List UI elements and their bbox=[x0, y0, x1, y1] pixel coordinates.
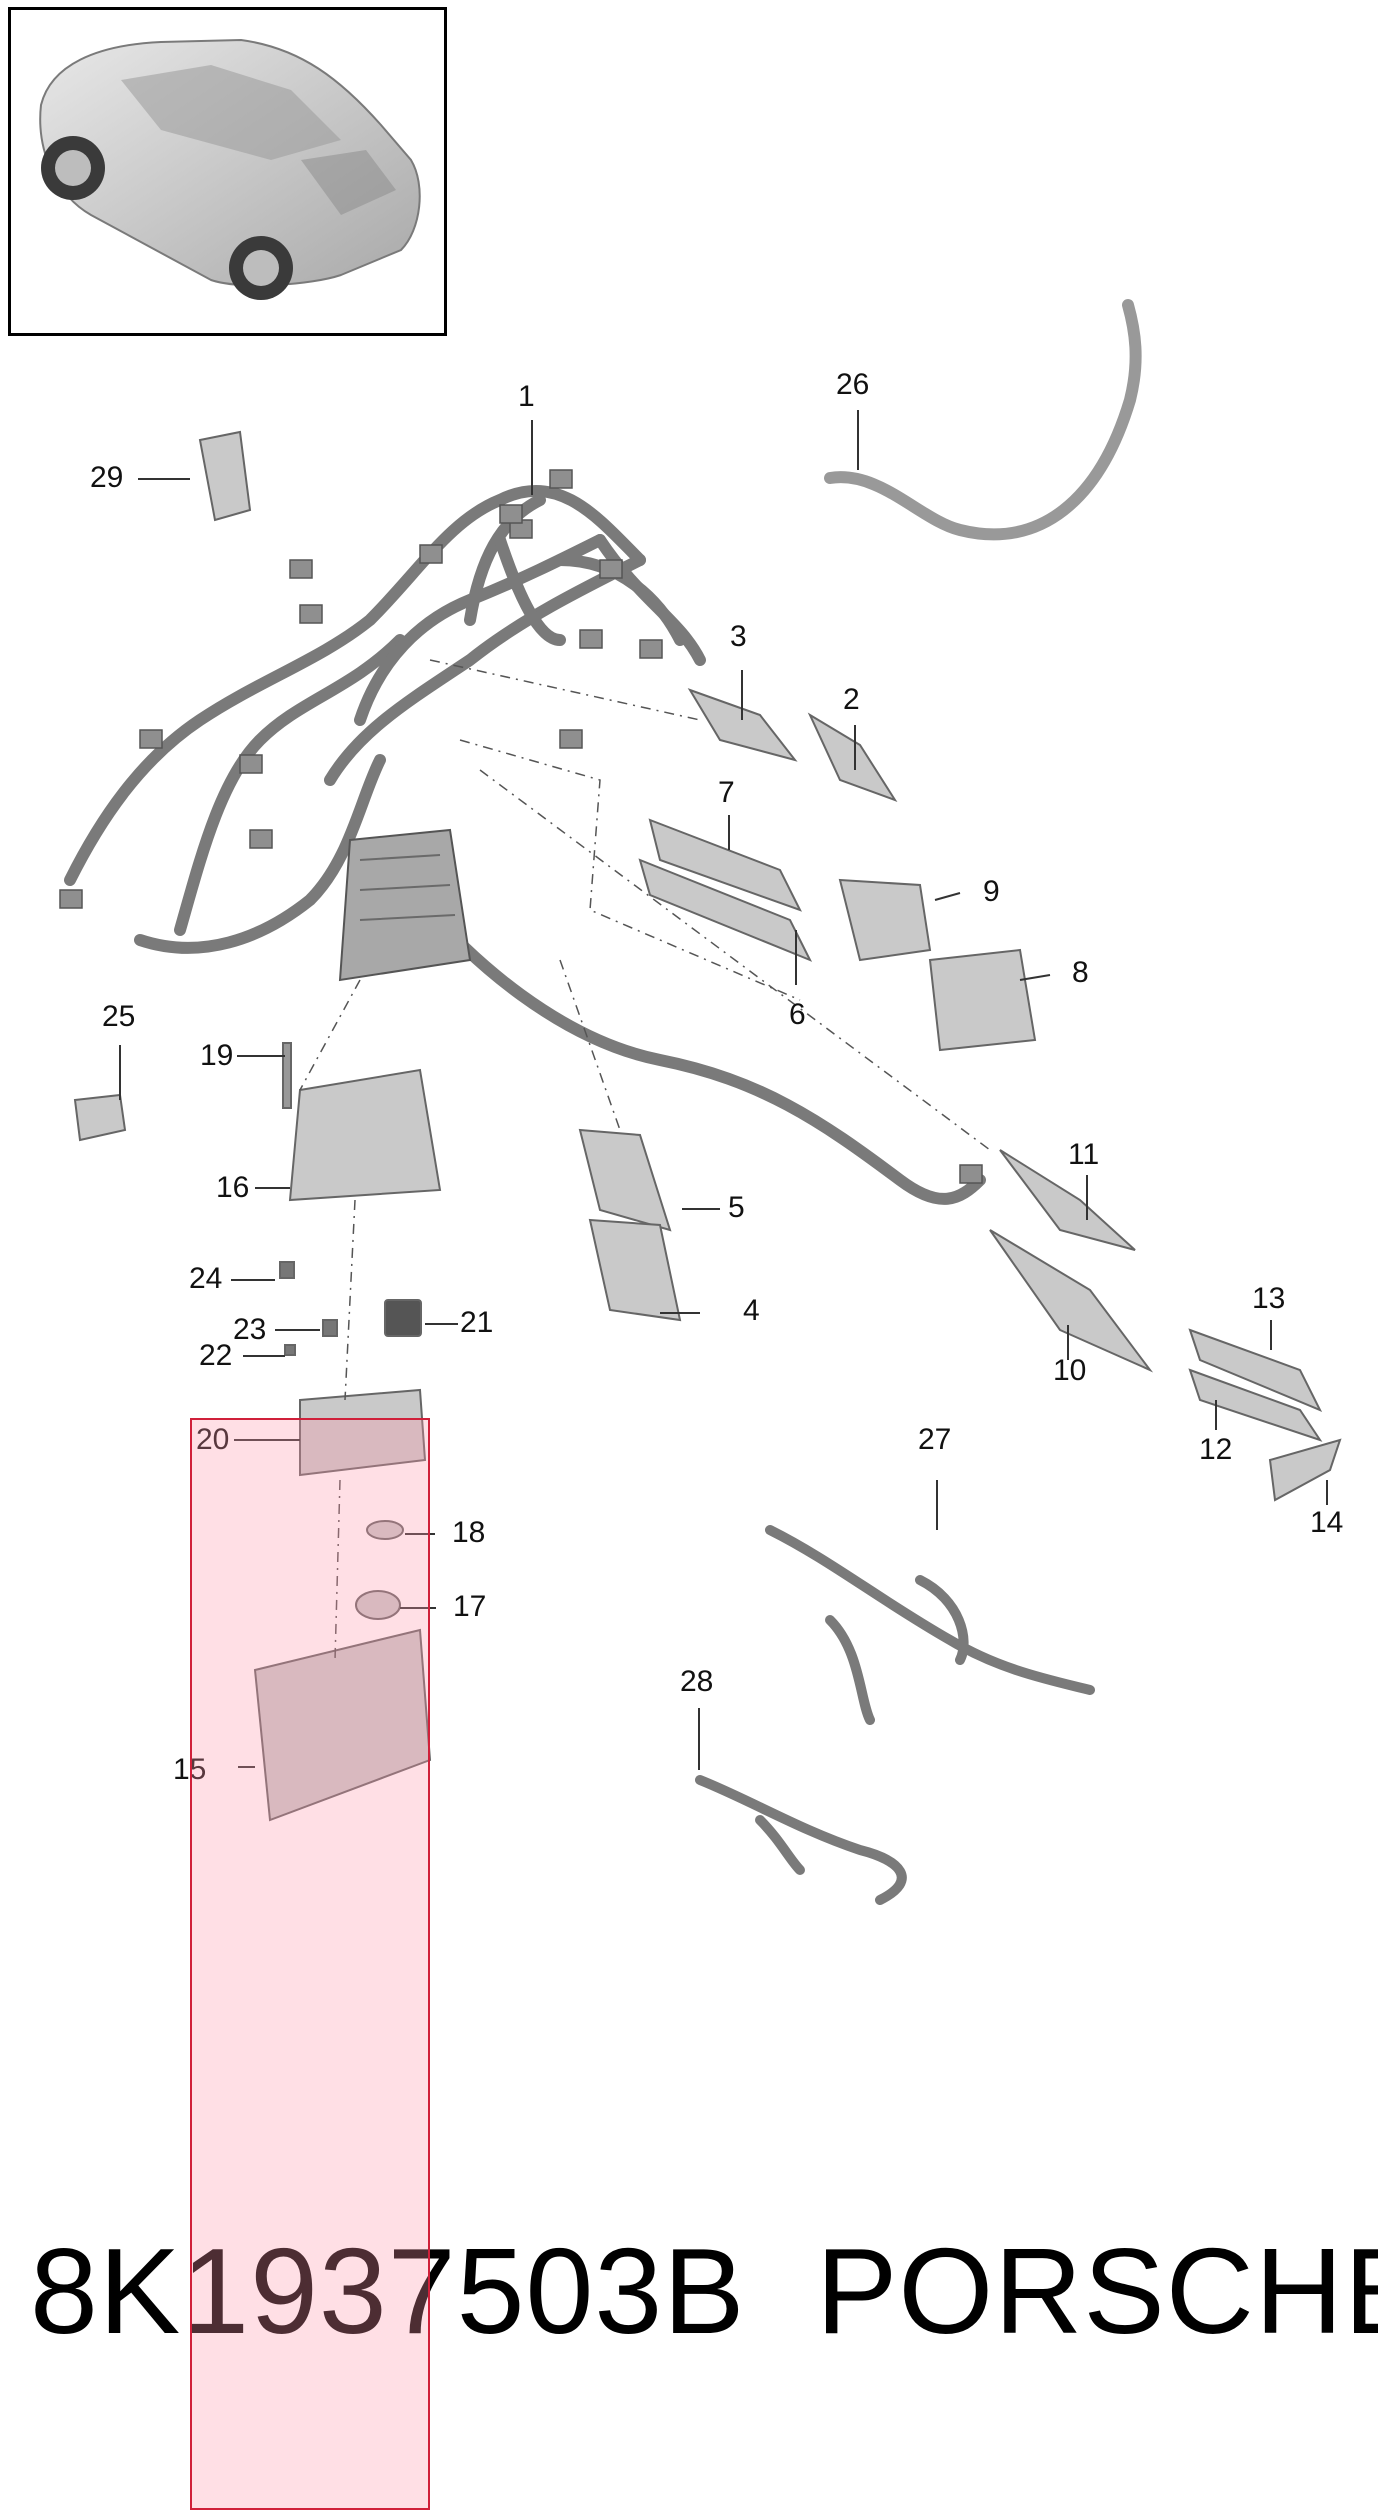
callout-4: 4 bbox=[743, 1294, 760, 1327]
callout-6: 6 bbox=[789, 998, 806, 1031]
component-parts bbox=[73, 430, 1342, 1822]
callout-12: 12 bbox=[1199, 1433, 1233, 1466]
callout-7: 7 bbox=[718, 776, 735, 809]
callout-21: 21 bbox=[460, 1306, 494, 1339]
callout-1: 1 bbox=[518, 380, 535, 413]
suv-vehicle-icon bbox=[39, 38, 421, 300]
sub-harness-28 bbox=[695, 1775, 907, 1905]
callout-20: 20 bbox=[196, 1423, 230, 1456]
callout-28: 28 bbox=[680, 1665, 714, 1698]
main-wiring-harness bbox=[64, 484, 986, 1205]
alignment-lines bbox=[299, 659, 991, 1661]
callout-27: 27 bbox=[918, 1423, 952, 1456]
sub-harness-27 bbox=[765, 1525, 1095, 1725]
callout-3: 3 bbox=[730, 620, 747, 653]
callout-5: 5 bbox=[728, 1191, 745, 1224]
part-number-caption: 8K1937503B bbox=[30, 2223, 746, 2359]
callout-15: 15 bbox=[173, 1753, 207, 1786]
callout-9: 9 bbox=[983, 875, 1000, 908]
brand-caption: PORSCHE bbox=[816, 2223, 1378, 2359]
vehicle-inset bbox=[8, 7, 447, 336]
harness-connectors bbox=[59, 469, 983, 1184]
callout-22: 22 bbox=[199, 1339, 233, 1372]
callout-19: 19 bbox=[200, 1039, 234, 1072]
battery-cable bbox=[824, 299, 1142, 541]
callout-23: 23 bbox=[233, 1313, 267, 1346]
callout-11: 11 bbox=[1068, 1138, 1100, 1171]
callout-16: 16 bbox=[216, 1171, 250, 1204]
leader-lines bbox=[119, 410, 1328, 1770]
fuse-box-unit bbox=[338, 828, 472, 982]
callout-10: 10 bbox=[1053, 1354, 1087, 1387]
callout-26: 26 bbox=[836, 368, 870, 401]
callout-24: 24 bbox=[189, 1262, 223, 1295]
callout-2: 2 bbox=[843, 683, 860, 716]
callout-17: 17 bbox=[453, 1590, 487, 1623]
callout-29: 29 bbox=[90, 461, 124, 494]
callout-25: 25 bbox=[102, 1000, 136, 1033]
callout-18: 18 bbox=[452, 1516, 486, 1549]
callout-13: 13 bbox=[1252, 1282, 1286, 1315]
callout-14: 14 bbox=[1310, 1506, 1344, 1539]
callout-8: 8 bbox=[1072, 956, 1089, 989]
